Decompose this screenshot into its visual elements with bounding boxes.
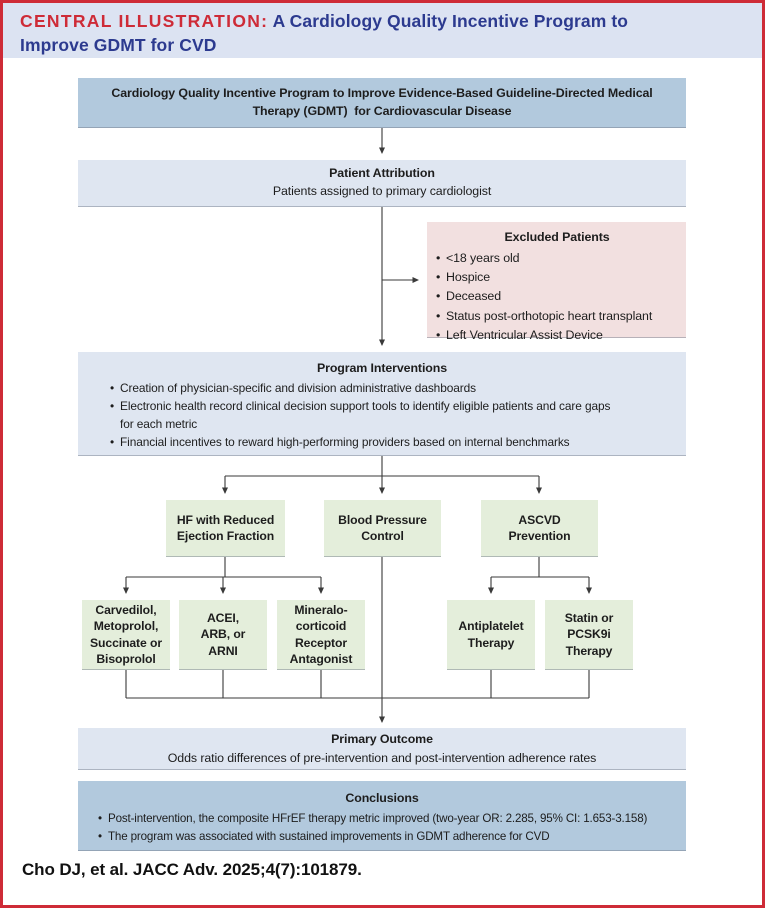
primary-outcome-title: Primary Outcome	[331, 731, 433, 746]
figure-title: A Cardiology Quality Incentive Program t…	[20, 11, 629, 55]
therapy-beta-blocker-label: Carvedilol, Metoprolol, Succinate or Bis…	[90, 602, 162, 666]
excluded-item: Left Ventricular Assist Device	[436, 326, 678, 345]
intervention-item: Creation of physician-specific and divis…	[110, 380, 678, 398]
conclusions-box: Conclusions Post-intervention, the compo…	[78, 781, 686, 851]
therapy-acei-arb-arni-label: ACEI, ARB, or ARNI	[200, 610, 246, 658]
excluded-item: Hospice	[436, 268, 678, 287]
therapy-antiplatelet-box: Antiplatelet Therapy	[447, 600, 535, 670]
therapy-acei-arb-arni-box: ACEI, ARB, or ARNI	[179, 600, 267, 670]
primary-outcome-subtitle: Odds ratio differences of pre-interventi…	[167, 750, 597, 765]
excluded-patients-box: Excluded Patients <18 years old Hospice …	[427, 222, 686, 345]
therapy-mra-box: Mineralo- corticoid Receptor Antagonist	[277, 600, 365, 670]
excluded-item: <18 years old	[436, 249, 678, 268]
figure-title-bar: CENTRAL ILLUSTRATION: A Cardiology Quali…	[3, 3, 762, 58]
intervention-item: Electronic health record clinical decisi…	[110, 398, 678, 434]
metric-bp-label: Blood Pressure Control	[338, 512, 427, 543]
citation: Cho DJ, et al. JACC Adv. 2025;4(7):10187…	[22, 860, 362, 879]
excluded-patients-list: <18 years old Hospice Deceased Status po…	[436, 249, 678, 345]
central-illustration-label: CENTRAL ILLUSTRATION:	[20, 11, 269, 31]
program-title-box: Cardiology Quality Incentive Program to …	[78, 78, 686, 128]
metric-bp-box: Blood Pressure Control	[324, 500, 441, 557]
program-interventions-title: Program Interventions	[316, 361, 448, 375]
intervention-item: Financial incentives to reward high-perf…	[110, 434, 678, 452]
patient-attribution-box: Patient Attribution Patients assigned to…	[78, 160, 686, 207]
conclusions-list: Post-intervention, the composite HFrEF t…	[98, 810, 680, 846]
excluded-item: Status post-orthotopic heart transplant	[436, 307, 678, 326]
program-interventions-box: Program Interventions Creation of physic…	[78, 352, 686, 456]
metric-ascvd-box: ASCVD Prevention	[481, 500, 598, 557]
program-interventions-list: Creation of physician-specific and divis…	[110, 380, 678, 451]
excluded-item: Deceased	[436, 287, 678, 306]
conclusion-item: The program was associated with sustaine…	[98, 828, 680, 846]
patient-attribution-subtitle: Patients assigned to primary cardiologis…	[272, 184, 492, 198]
therapy-beta-blocker-box: Carvedilol, Metoprolol, Succinate or Bis…	[82, 600, 170, 670]
patient-attribution-title: Patient Attribution	[329, 166, 435, 181]
therapy-antiplatelet-label: Antiplatelet Therapy	[458, 619, 524, 650]
metric-hfref-label: HF with Reduced Ejection Fraction	[176, 512, 275, 543]
program-title-text: Cardiology Quality Incentive Program to …	[111, 85, 653, 118]
conclusion-item: Post-intervention, the composite HFrEF t…	[98, 810, 680, 828]
therapy-statin-pcsk9i-box: Statin or PCSK9i Therapy	[545, 600, 633, 670]
metric-hfref-box: HF with Reduced Ejection Fraction	[166, 500, 285, 557]
excluded-patients-title: Excluded Patients	[504, 230, 610, 244]
primary-outcome-box: Primary Outcome Odds ratio differences o…	[78, 728, 686, 770]
metric-ascvd-label: ASCVD Prevention	[508, 512, 571, 543]
conclusions-title: Conclusions	[345, 791, 419, 805]
therapy-statin-pcsk9i-label: Statin or PCSK9i Therapy	[564, 610, 614, 658]
therapy-mra-label: Mineralo- corticoid Receptor Antagonist	[289, 602, 353, 666]
